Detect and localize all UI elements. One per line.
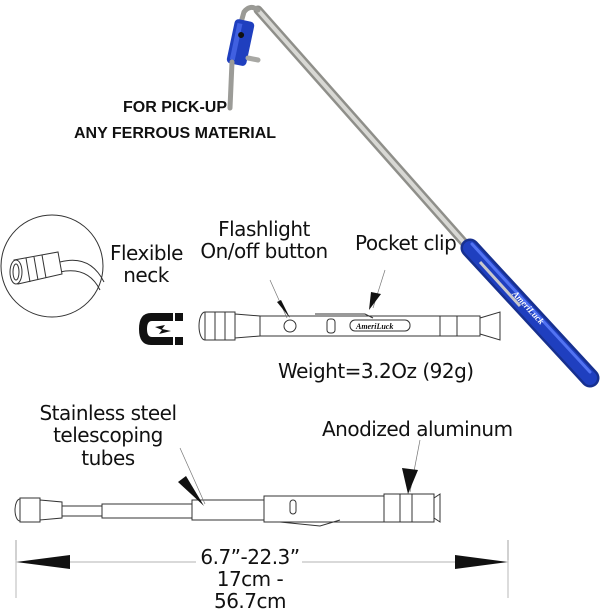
- callout-stainless-tubes: Stainless steel telescoping tubes: [39, 401, 177, 470]
- dimension-cm: 17cm - 56.7cm: [213, 567, 287, 613]
- headline-line-1: FOR PICK-UP: [123, 99, 227, 116]
- callout-anodized-aluminum: Anodized aluminum: [322, 417, 513, 441]
- lightning-icon: [155, 325, 171, 334]
- headline-line-2: ANY FERROUS MATERIAL: [73, 125, 277, 142]
- dimension-line: [15, 540, 509, 598]
- flashlight-drawing-extended: [14, 439, 509, 560]
- product-photo-extended-tool: AmeriLuck: [226, 4, 600, 388]
- flexible-neck-inset: [0, 214, 105, 318]
- weight-label: Weight=3.2Oz (92g): [278, 359, 474, 383]
- magnet-icon: [139, 313, 183, 345]
- callout-flashlight-button: Flashlight On/off button: [200, 217, 328, 264]
- dimension-inches: 6.7”-22.3”: [200, 545, 300, 569]
- headline: FOR PICK-UP ANY FERROUS MATERIAL: [70, 95, 280, 147]
- dimensions-label: 6.7”-22.3” 17cm - 56.7cm: [180, 546, 320, 612]
- brand-logo-drawing: AmeriLuck: [355, 322, 393, 331]
- magnet-head: [226, 19, 255, 66]
- arrow-right-icon: [455, 555, 508, 569]
- flashlight-drawing-collapsed: AmeriLuck: [198, 269, 501, 341]
- callout-flexible-neck: Flexible neck: [110, 241, 183, 288]
- arrow-left-icon: [16, 555, 70, 569]
- callout-pocket-clip: Pocket clip: [355, 231, 457, 255]
